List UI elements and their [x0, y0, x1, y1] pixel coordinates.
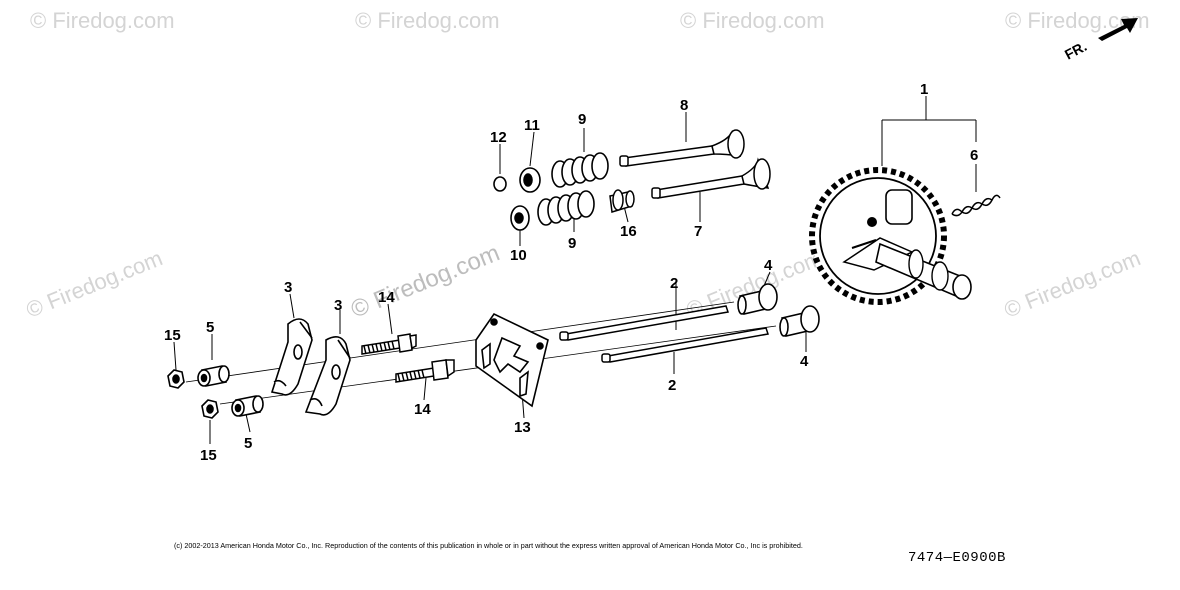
callout-10: 10	[510, 247, 527, 264]
callout-2: 2	[670, 275, 678, 292]
callout-13: 13	[514, 419, 531, 436]
watermark-center: © Firedog.com	[347, 239, 503, 323]
callout-5: 5	[244, 435, 252, 452]
callout-6: 6	[970, 147, 978, 164]
callout-15: 15	[164, 327, 181, 344]
callout-15: 15	[200, 447, 217, 464]
part-camshaft	[809, 167, 972, 305]
callout-8: 8	[680, 97, 688, 114]
part-pivot-bolt-upper	[361, 333, 417, 355]
part-valve-upper	[619, 129, 745, 167]
callout-3: 3	[284, 279, 292, 296]
watermark: © Firedog.com	[23, 245, 166, 322]
callout-14: 14	[414, 401, 431, 418]
part-rocker-arm-left	[270, 318, 313, 396]
part-push-rod-upper	[559, 305, 729, 341]
part-tappet-lower	[779, 305, 820, 337]
part-tappet-upper	[737, 283, 778, 315]
part-valve-cotter	[493, 176, 507, 192]
part-nut-upper	[167, 369, 185, 389]
part-pivot-bolt-lower	[395, 359, 455, 383]
watermark: © Firedog.com	[30, 8, 175, 33]
callout-7: 7	[694, 223, 702, 240]
callout-9: 9	[578, 111, 586, 128]
part-valve-spring-upper	[551, 152, 609, 188]
part-valve-spring-lower	[537, 190, 595, 226]
leader-lines	[173, 96, 977, 444]
part-push-rod-guide-plate	[475, 312, 549, 408]
callout-2: 2	[668, 377, 676, 394]
front-label: FR.	[1062, 38, 1089, 63]
arrow-icon	[1098, 18, 1138, 41]
part-rocker-pivot-upper	[197, 365, 230, 387]
watermark: © Firedog.com	[1001, 245, 1144, 322]
callout-labels: 1 2 2 3 3 4 4 5 5 6 7 8 9 9 10 11 12 13 …	[164, 81, 978, 464]
callout-16: 16	[620, 223, 637, 240]
callout-4: 4	[764, 257, 773, 274]
callout-5: 5	[206, 319, 214, 336]
watermark: © Firedog.com	[355, 8, 500, 33]
callout-14: 14	[378, 289, 395, 306]
callout-12: 12	[490, 129, 507, 146]
callout-4: 4	[800, 353, 809, 370]
part-valve-lower	[651, 157, 771, 199]
callout-3: 3	[334, 297, 342, 314]
diagram-code: 7474—E0900B	[908, 550, 1006, 566]
part-valve-rotator	[510, 205, 530, 231]
callout-1: 1	[920, 81, 928, 98]
part-rocker-arm-right	[304, 336, 351, 416]
part-push-rod-lower	[601, 327, 769, 363]
callout-9: 9	[568, 235, 576, 252]
part-stem-seal	[609, 189, 635, 213]
copyright-notice: (c) 2002-2013 American Honda Motor Co., …	[174, 541, 803, 550]
watermark: © Firedog.com	[680, 8, 825, 33]
part-nut-lower	[201, 399, 219, 419]
part-spring	[951, 194, 1001, 217]
part-rocker-pivot-lower	[231, 395, 264, 417]
part-valve-retainer	[519, 167, 541, 193]
callout-11: 11	[524, 117, 540, 134]
